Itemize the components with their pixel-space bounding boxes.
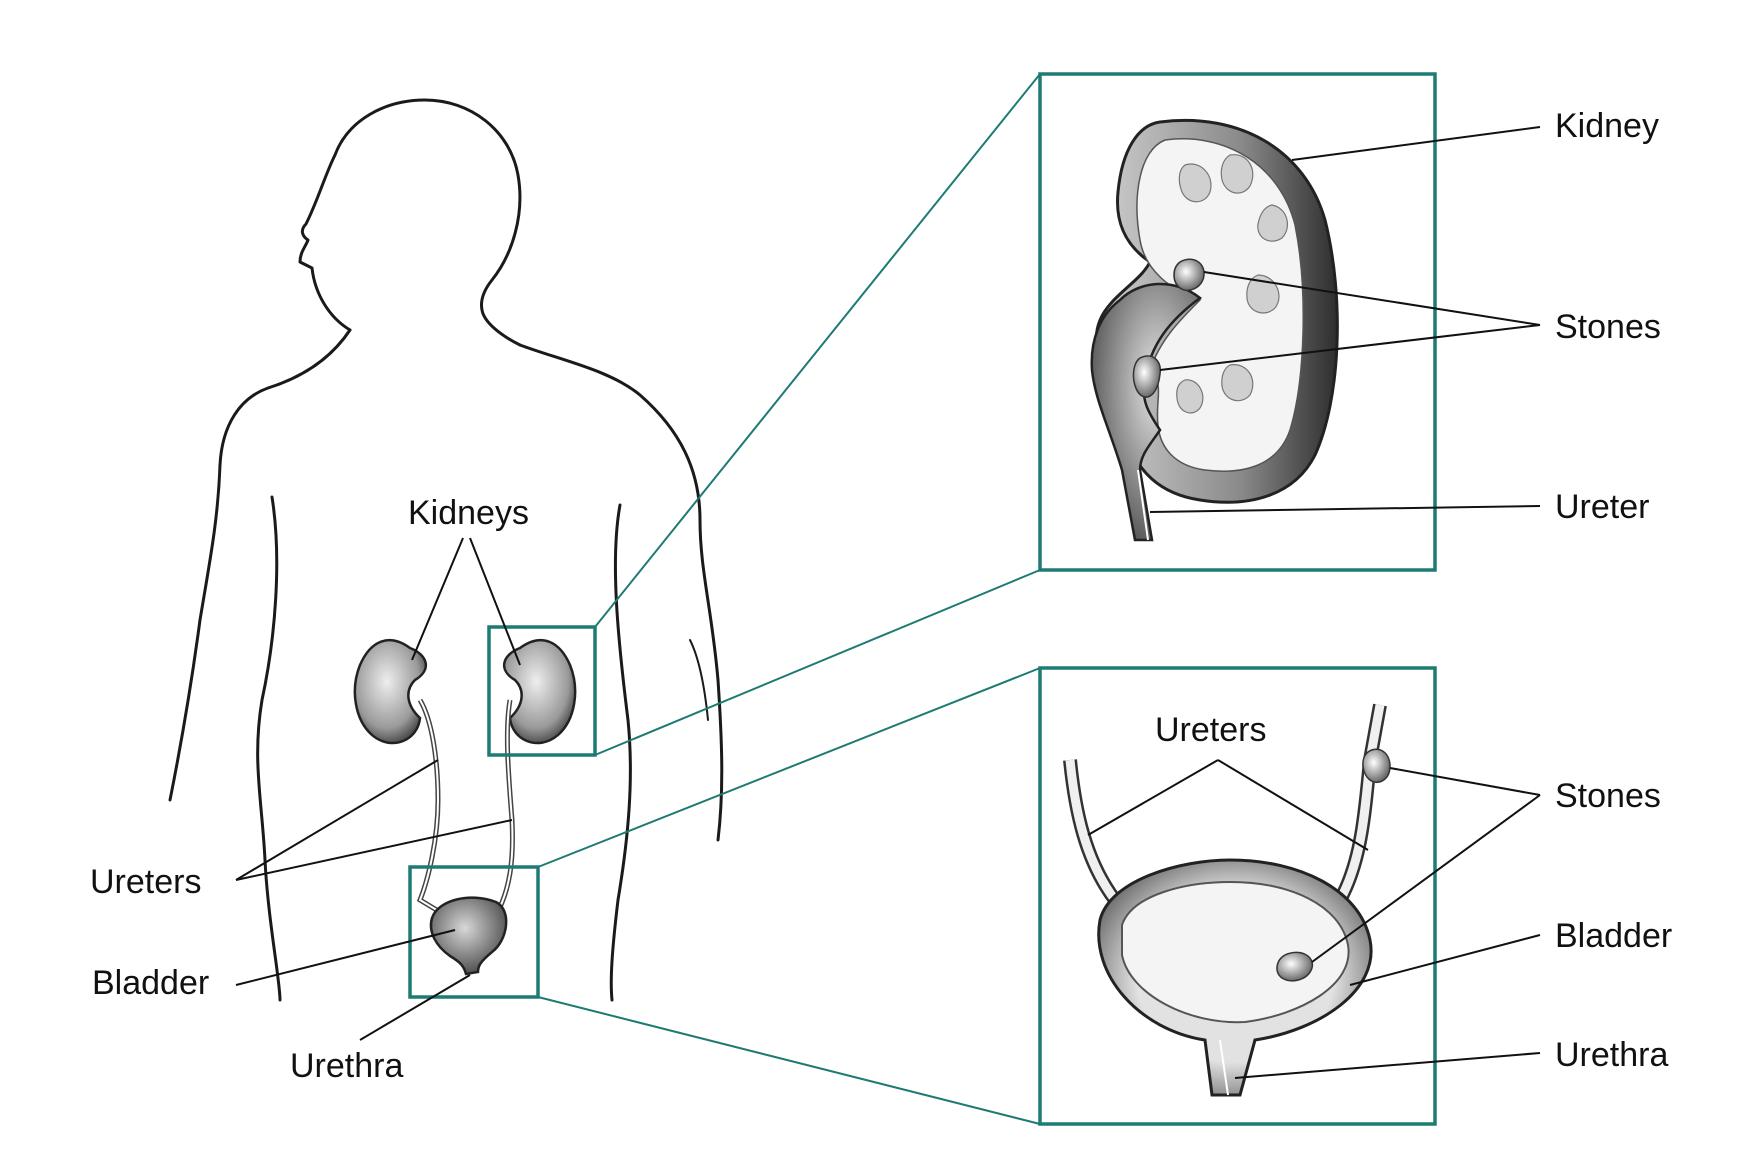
kidney-stone [1173, 258, 1205, 292]
connector-line [594, 73, 1041, 628]
kidney-cross-section [1090, 118, 1339, 542]
labels: Kidneys Ureters Bladder Urethra Kidney S… [90, 107, 1672, 1085]
body-silhouette [168, 98, 724, 1002]
label-stones-bladder-inset: Stones [1555, 777, 1661, 815]
callout-frames [408, 72, 1437, 1126]
connector-line [594, 569, 1041, 756]
bladder-highlight-box [408, 865, 540, 999]
label-kidneys: Kidneys [408, 494, 529, 532]
leader-lines [235, 126, 1541, 1079]
label-stones-kidney-inset: Stones [1555, 308, 1661, 346]
label-bladder-inset: Bladder [1555, 917, 1672, 955]
label-urethra-inset: Urethra [1555, 1036, 1668, 1074]
small-bladder [429, 896, 508, 976]
label-urethra-body: Urethra [290, 1047, 403, 1085]
bladder-cross-section [1063, 703, 1391, 1097]
label-kidney-inset: Kidney [1555, 107, 1659, 145]
kidney-inset-frame [1038, 72, 1437, 572]
small-ureters [416, 698, 515, 921]
label-ureters-body: Ureters [90, 863, 201, 901]
connector-line [537, 996, 1041, 1125]
connector-line [537, 667, 1041, 868]
right-kidney [503, 638, 577, 745]
kidney-highlight-box [487, 625, 597, 757]
kidney-stone [1132, 355, 1161, 398]
label-ureter-inset: Ureter [1555, 488, 1649, 526]
bladder-inset-frame [1038, 666, 1437, 1126]
bladder-stone [1276, 951, 1314, 982]
left-kidney [353, 638, 427, 745]
ureter-stone [1362, 748, 1391, 784]
label-bladder-body: Bladder [92, 964, 209, 1002]
label-ureters-inset: Ureters [1155, 711, 1266, 749]
